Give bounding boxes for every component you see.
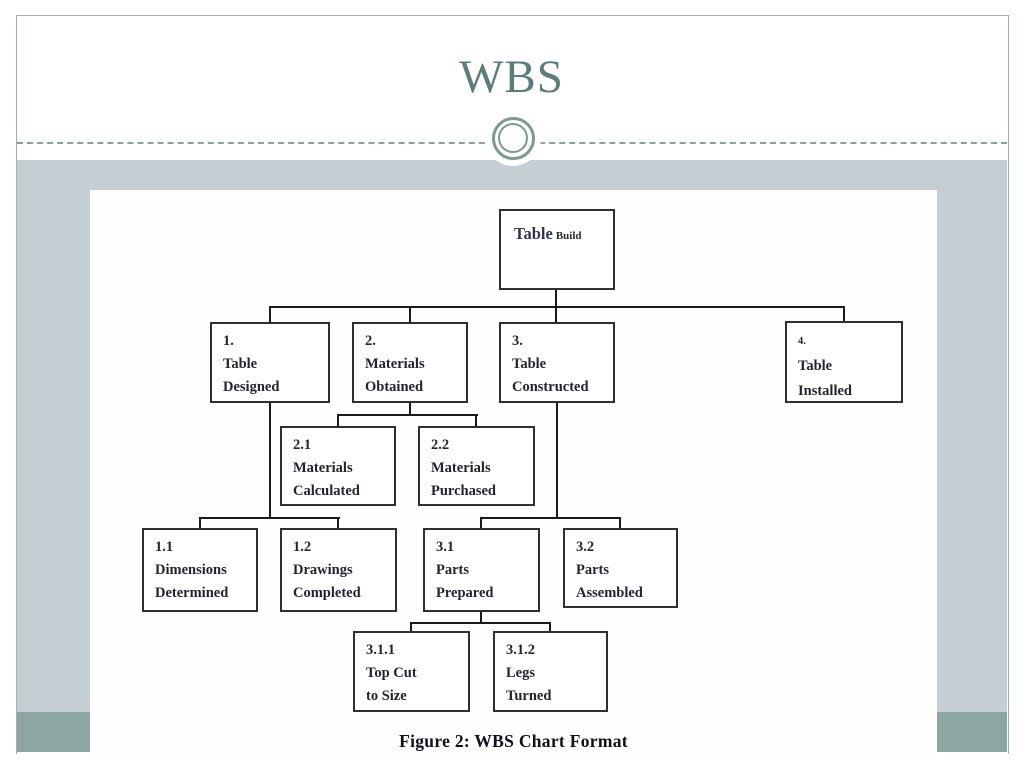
connector-drop-311: [410, 622, 412, 631]
node-line: Table: [512, 356, 547, 372]
node-line: Calculated: [293, 483, 360, 499]
node-number: 4.: [798, 336, 806, 347]
node-line: Installed: [798, 383, 852, 399]
node-line: Designed: [223, 379, 280, 395]
node-line: Parts: [576, 562, 610, 578]
connector-2-bar: [337, 414, 478, 416]
node-number: 3.1: [436, 539, 455, 555]
node-number: 1.2: [293, 539, 312, 555]
node-line: Assembled: [576, 585, 643, 601]
connector-drop-31: [480, 517, 482, 528]
wbs-node-3-1: 3.1 Parts Prepared: [423, 528, 540, 612]
node-title: Table: [514, 224, 553, 243]
node-line: Drawings: [293, 562, 353, 578]
slide-title: WBS: [459, 51, 564, 103]
node-number: 3.: [512, 333, 523, 349]
wbs-node-3-2: 3.2 Parts Assembled: [563, 528, 678, 608]
node-number: 1.1: [155, 539, 174, 555]
connector-drop-32: [619, 517, 621, 528]
node-line: Purchased: [431, 483, 496, 499]
connector-1-stem: [269, 403, 271, 517]
connector-drop-21: [337, 414, 339, 426]
node-number: 2.: [365, 333, 376, 349]
connector-drop-2: [409, 306, 411, 322]
connector-drop-12: [337, 517, 339, 528]
connector-2-stem: [409, 403, 411, 414]
figure-caption: Figure 2: WBS Chart Format: [399, 731, 628, 751]
node-number: 1.: [223, 333, 234, 349]
connector-drop-312: [549, 622, 551, 631]
wbs-node-1-2: 1.2 Drawings Completed: [280, 528, 397, 612]
node-line: Table: [798, 358, 833, 374]
connector-level1-bar: [269, 306, 845, 308]
node-line: Constructed: [512, 379, 589, 395]
node-number: 2.1: [293, 437, 312, 453]
node-line: Obtained: [365, 379, 424, 395]
wbs-node-2: 2. Materials Obtained: [352, 322, 468, 403]
connector-31-stem: [480, 612, 482, 622]
node-number: 3.1.1: [366, 642, 395, 658]
node-line: Materials: [293, 460, 353, 476]
node-number: 3.2: [576, 539, 595, 555]
wbs-node-3-1-1: 3.1.1 Top Cut to Size: [353, 631, 470, 712]
connector-drop-11: [199, 517, 201, 528]
wbs-node-3: 3. Table Constructed: [499, 322, 615, 403]
wbs-node-2-1: 2.1 Materials Calculated: [280, 426, 396, 506]
node-number: 2.2: [431, 437, 450, 453]
node-line: Materials: [431, 460, 491, 476]
node-line: Table: [223, 356, 258, 372]
circle-ornament-outer-ring: [491, 116, 535, 160]
connector-31-bar: [410, 622, 551, 624]
node-line: Legs: [506, 665, 535, 681]
node-number: 3.1.2: [506, 642, 535, 658]
connector-3-stem: [556, 403, 558, 517]
node-line: Dimensions: [155, 562, 227, 578]
node-line: Materials: [365, 356, 425, 372]
wbs-node-4: 4. Table Installed: [785, 321, 903, 403]
wbs-node-1: 1. Table Designed: [210, 322, 330, 403]
node-line: Turned: [506, 688, 552, 704]
node-line: Top Cut: [366, 665, 417, 681]
connector-drop-4: [843, 306, 845, 321]
node-subtitle: Build: [555, 230, 582, 242]
connector-drop-1: [269, 306, 271, 322]
wbs-node-2-2: 2.2 Materials Purchased: [418, 426, 535, 506]
wbs-node-1-1: 1.1 Dimensions Determined: [142, 528, 258, 612]
circle-ornament-inner-ring: [498, 123, 528, 153]
node-line: Prepared: [436, 585, 494, 601]
circle-ornament-icon: [485, 110, 541, 166]
connector-drop-22: [475, 414, 477, 426]
connector-3-bar: [480, 517, 621, 519]
node-line: Parts: [436, 562, 470, 578]
node-line: Determined: [155, 585, 229, 601]
node-line: Completed: [293, 585, 361, 601]
node-line: to Size: [366, 688, 407, 704]
connector-1-bar: [199, 517, 340, 519]
slide-frame: [16, 15, 1009, 754]
wbs-node-3-1-2: 3.1.2 Legs Turned: [493, 631, 608, 712]
